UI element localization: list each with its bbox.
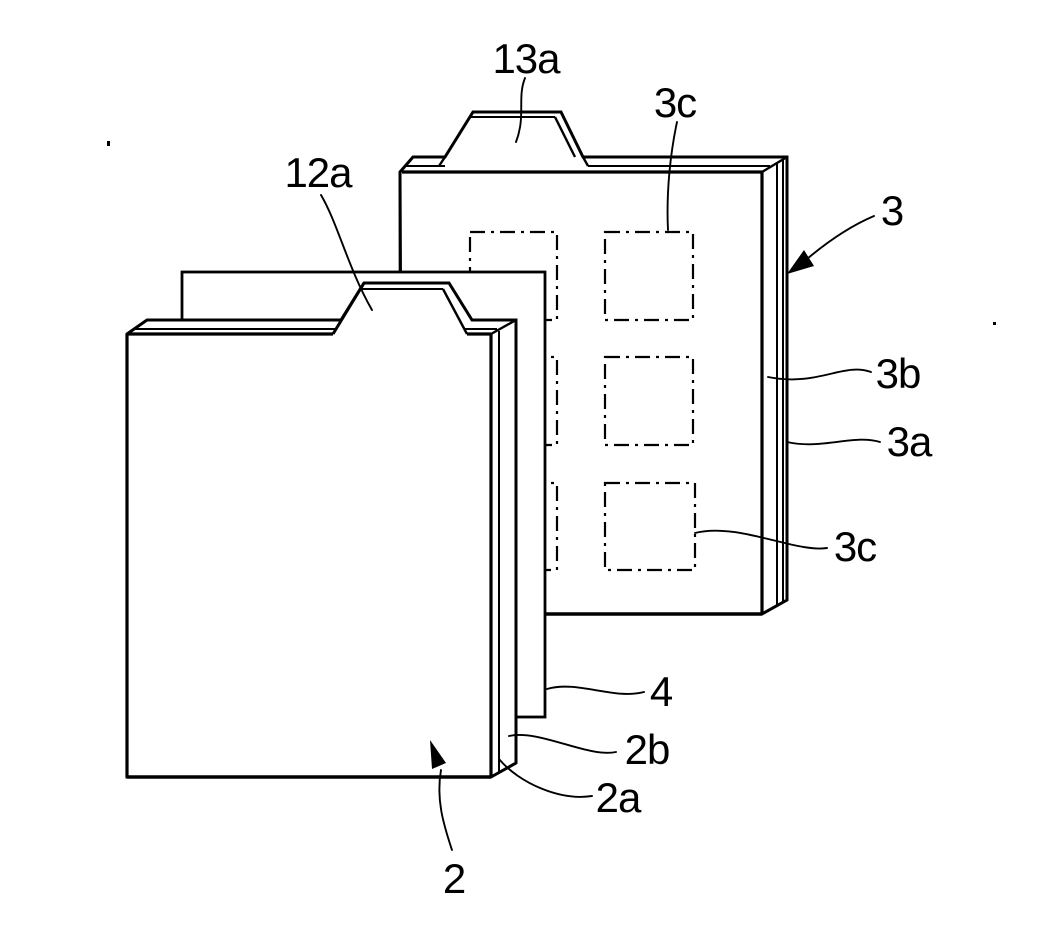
label-4: 4 — [650, 668, 673, 715]
front-plate-outline — [125, 281, 518, 779]
rear-plate-top-right-corner-slant — [761, 155, 788, 174]
label-3: 3 — [881, 187, 903, 234]
front-tab — [331, 282, 469, 335]
leader-3a — [786, 438, 881, 446]
label-3a: 3a — [887, 418, 933, 465]
coating-region-3c — [603, 355, 695, 447]
speck — [993, 322, 996, 325]
leader-13a — [515, 77, 526, 143]
coating-region-3c — [603, 481, 697, 572]
coating-region-3c — [603, 230, 695, 322]
scan-artifacts — [107, 141, 996, 325]
label-2a: 2a — [596, 774, 642, 821]
label-2: 2 — [443, 855, 465, 902]
leader-3 — [806, 215, 875, 260]
rear-tab-right-slant-front — [553, 116, 577, 158]
front-plate-top-right-corner-slant — [490, 318, 517, 336]
leader-3c-bottom — [694, 529, 828, 550]
reference-labels: 13a 3c 12a 3 3b 3a 3c 4 2b 2a 2 — [284, 35, 934, 902]
speck — [107, 141, 110, 146]
leader-3b — [767, 368, 872, 381]
front-plate-edges — [125, 318, 517, 779]
leader-2 — [438, 769, 453, 851]
label-3b: 3b — [876, 350, 921, 397]
leader-12a — [320, 194, 373, 311]
leader-3c-top — [666, 121, 678, 231]
label-2b: 2b — [625, 726, 670, 773]
front-plate-bottom-right-slant — [490, 761, 517, 779]
leader-4 — [546, 685, 645, 695]
leader-2a — [498, 758, 593, 798]
label-12a: 12a — [284, 149, 353, 196]
arrowhead-3 — [787, 250, 814, 274]
rear-tab — [438, 116, 590, 167]
leader-2b — [508, 733, 617, 754]
front-tab-left-slant — [331, 282, 366, 335]
arrowhead-2 — [430, 740, 446, 769]
front-tab-right-slant-front — [441, 288, 469, 335]
leaders — [320, 77, 881, 851]
label-13a: 13a — [492, 35, 561, 82]
rear-tab-right-base-jog — [581, 156, 590, 167]
label-3c-bottom: 3c — [834, 523, 876, 570]
front-plate — [125, 281, 518, 779]
rear-plate-bottom-right-slant — [761, 598, 788, 616]
rear-tab-left-base-jog — [438, 156, 446, 167]
label-3c-top: 3c — [654, 79, 696, 126]
